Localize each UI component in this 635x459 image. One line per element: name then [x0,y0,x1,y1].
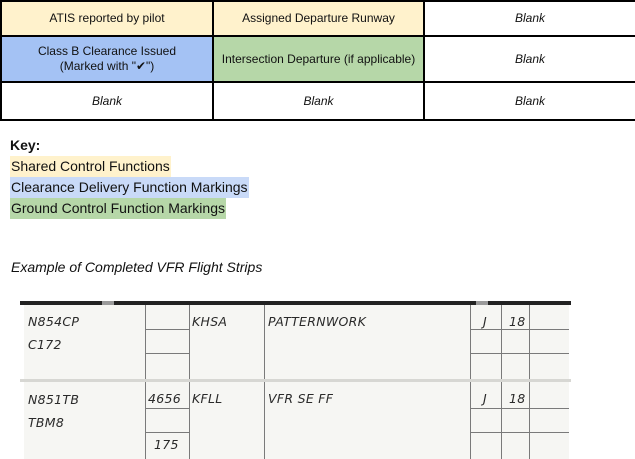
field-blank: Blank [423,0,635,38]
field-class-b-clearance: Class B Clearance Issued(Marked with "✔"… [0,35,214,84]
strip-tab [476,301,488,305]
strip-atis: J [483,391,487,406]
example-title: Example of Completed VFR Flight Strips [11,259,263,275]
key-title: Key: [10,137,41,153]
field-blank: Blank [423,35,635,84]
strip-runway: 18 [509,391,526,406]
strip-route: PATTERNWORK [268,314,367,329]
strip-route: VFR SE FF [268,391,334,406]
strip-airport: KHSA [192,314,228,329]
strip-callsign: N854CP [28,314,80,329]
key-shared-control: Shared Control Functions [10,156,171,177]
field-class-b-clearance-label: Class B Clearance Issued(Marked with "✔"… [37,44,177,74]
strip-atis: J [483,314,487,329]
flight-strips: N854CP C172 KHSA PATTERNWORK J 18 N851TB… [20,301,571,459]
field-blank: Blank [0,81,214,121]
strip-aircraft-type: TBM8 [28,415,65,430]
strip-edge [20,379,571,382]
strip-airport: KFLL [192,391,223,406]
field-blank: Blank [423,81,635,121]
flight-strip-1: N854CP C172 KHSA PATTERNWORK J 18 [24,305,569,379]
key-ground-control: Ground Control Function Markings [10,198,226,219]
strip-tab [102,301,114,305]
field-atis: ATIS reported by pilot [0,0,214,38]
strip-runway: 18 [509,314,526,329]
flight-strip-2: N851TB TBM8 4656 175 KFLL VFR SE FF J 18 [24,382,569,459]
strip-field-table: ATIS reported by pilot Assigned Departur… [0,0,635,121]
strip-altitude: 175 [154,437,179,452]
key-clearance-delivery: Clearance Delivery Function Markings [10,177,249,198]
strip-callsign: N851TB [28,392,80,407]
field-blank: Blank [212,81,425,121]
field-intersection-departure: Intersection Departure (if applicable) [212,35,425,84]
color-key: Key: Shared Control Functions Clearance … [10,135,249,219]
strip-squawk: 4656 [148,391,182,406]
field-departure-runway: Assigned Departure Runway [212,0,425,38]
strip-aircraft-type: C172 [28,337,62,352]
strip-top-bar [20,301,571,305]
